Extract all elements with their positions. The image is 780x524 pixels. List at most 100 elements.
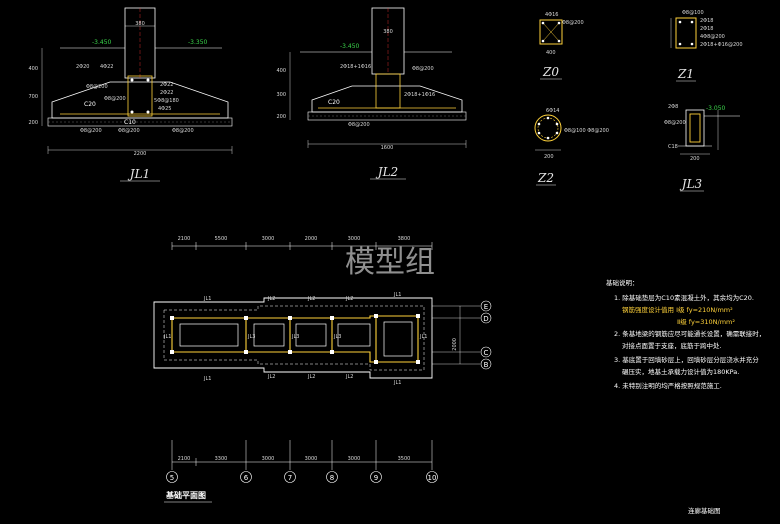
plan-col-label-2: JL3	[291, 334, 299, 340]
z2-detail: 6Φ14 Φ8@100 Φ8@200 200 Z2	[534, 108, 609, 186]
jl1-top-width-dim: 380	[135, 21, 145, 27]
plan-beam-top-4: JL1	[393, 292, 401, 298]
plan-axis-bottom-3: 8	[330, 474, 334, 482]
jl2-rebar-1: Φ8@200	[412, 66, 434, 72]
z0-rebar-top: Φ8@200	[562, 20, 584, 26]
z1-rebar-3: Φ8@100	[682, 10, 704, 16]
jl2-h3-dim: 200	[276, 114, 286, 120]
jl1-h2-dim: 700	[28, 94, 38, 100]
z0-detail: Φ8@200 4Φ16 400 Z0	[539, 12, 584, 80]
jl2-rebar-4: Φ8@200	[348, 122, 370, 128]
plan-beam-bottom-0: JL1	[203, 376, 211, 382]
z1-detail: 2Φ18 2Φ18 4Φ8@200 Φ8@100 2Φ18+Φ16@200 Z1	[670, 10, 743, 82]
jl1-section: 2200 380 400 700 200 -3.450 -3.350 4Φ22 …	[28, 7, 233, 182]
jl1-h1-dim: 400	[28, 66, 38, 72]
notes-item-4: 对接点面置于支座，底筋于跨中处.	[622, 341, 722, 350]
plan-top-dim-1: 5500	[215, 236, 228, 242]
jl2-h2-dim: 300	[276, 92, 286, 98]
plan-col-label-0: JL1	[163, 334, 171, 340]
z1-rebar-2: 4Φ8@200	[700, 34, 725, 40]
plan-top-dim-3: 2000	[305, 236, 318, 242]
z0-dim-bottom: 400	[546, 50, 556, 56]
jl1-rebar-2: C20	[84, 101, 96, 108]
plan-col-label-4: JL1	[419, 334, 427, 340]
plan-col-label-1: JL3	[247, 334, 255, 340]
jl1-rebar-1: Φ8@200	[86, 84, 108, 90]
jl1-rebar-4: 2Φ22	[160, 82, 173, 88]
jl1-rebar-0: 4Φ22	[100, 64, 113, 70]
jl2-width-dim: 1600	[381, 145, 394, 151]
plan-top-dim-2: 3000	[262, 236, 275, 242]
plan-axis-right-0: E	[484, 303, 488, 311]
z0-label: Z0	[542, 65, 559, 79]
plan-beam-top-1: JL2	[267, 296, 275, 302]
z2-dim: 200	[544, 154, 554, 160]
plan-title: 基础平面图	[165, 490, 206, 500]
jl3-detail: -3.050 2Φ8 Φ8@200 C18 200 JL3	[664, 104, 740, 192]
foundation-plan: 2100 5500 3000 2000 3000 3800 JL1	[153, 236, 492, 503]
jl3-dim: 200	[690, 156, 700, 162]
plan-top-dim-4: 3000	[348, 236, 361, 242]
z2-rebar-1: Φ8@100 Φ8@200	[564, 128, 609, 134]
jl3-level: -3.050	[706, 105, 726, 112]
notes-item-5: 3. 基底置于回填砂层上，回填砂层分层浇水并充分	[614, 355, 759, 364]
watermark: 模型组	[345, 245, 435, 280]
plan-beam-top-2: JL2	[307, 296, 315, 302]
plan-right-dim-0: 2000	[452, 338, 458, 351]
notes-item-7: 4. 未特别注明的均严格按照规范施工.	[614, 381, 722, 390]
plan-beam-top-0: JL1	[203, 296, 211, 302]
plan-top-dim-5: 3800	[398, 236, 411, 242]
plan-beam-top-3: JL2	[345, 296, 353, 302]
notes-item-2: Ⅱ级 fy=310N/mm²	[677, 317, 735, 326]
jl2-h1-dim: 400	[276, 68, 286, 74]
z1-rebar-0: 2Φ18	[700, 18, 713, 24]
notes-item-0: 1. 除基础垫层为C10素混凝土外，其余均为C20.	[614, 293, 754, 302]
jl2-level-left: -3.450	[340, 43, 360, 50]
notes-item-1: 钢筋强度设计值用 Ⅰ级 fy=210N/mm²	[622, 305, 733, 314]
jl2-top-width-dim: 380	[383, 29, 393, 35]
plan-beam-bottom-1: JL2	[267, 374, 275, 380]
foundation-notes: 基础说明： 1. 除基础垫层为C10素混凝土外，其余均为C20. 钢筋强度设计值…	[606, 278, 765, 515]
plan-axis-right-2: C	[484, 349, 489, 357]
jl1-rebar-3: Φ8@200	[104, 96, 126, 102]
jl2-section: 1600 380 400 300 200 -3.450 2Φ18+1Φ16 Φ8…	[276, 7, 467, 180]
jl1-label: JL1	[127, 167, 150, 181]
drawing-footer-title: 连廊基础图	[688, 506, 721, 515]
plan-bottom-dim-4: 3000	[348, 456, 361, 462]
jl1-rebar-11: Φ8@200	[172, 128, 194, 134]
z2-label: Z2	[537, 171, 554, 185]
jl1-rebar-12: 2Φ20	[76, 64, 89, 70]
jl1-level-right: -3.350	[188, 39, 208, 46]
jl3-rebar-2: C18	[668, 144, 678, 150]
jl2-rebar-0: 2Φ18+1Φ16	[340, 64, 371, 70]
jl2-rebar-2: C20	[328, 99, 340, 106]
plan-axis-bottom-2: 7	[288, 474, 292, 482]
jl1-rebar-5: 2Φ22	[160, 90, 173, 96]
z1-rebar-4: 2Φ18+Φ16@200	[700, 42, 743, 48]
plan-top-dim-0: 2100	[178, 236, 191, 242]
plan-bottom-dim-3: 3000	[305, 456, 318, 462]
z0-rebar-side: 4Φ16	[545, 12, 558, 18]
z2-rebar-0: 6Φ14	[546, 108, 559, 114]
plan-axis-bottom-0: 5	[170, 474, 174, 482]
jl1-rebar-8: C10	[124, 119, 136, 126]
plan-bottom-dim-2: 3000	[262, 456, 275, 462]
plan-bottom-dim-1: 3300	[215, 456, 228, 462]
jl1-rebar-10: Φ8@200	[80, 128, 102, 134]
plan-bottom-dim-0: 2100	[178, 456, 191, 462]
jl1-rebar-9: Φ8@200	[118, 128, 140, 134]
plan-axis-bottom-5: 10	[428, 474, 437, 482]
plan-col-label-3: JL3	[333, 334, 341, 340]
plan-beam-bottom-3: JL2	[345, 374, 353, 380]
jl2-label: JL2	[375, 165, 398, 179]
jl1-rebar-7: 4Φ25	[158, 106, 171, 112]
jl1-width-dim: 2200	[134, 151, 147, 157]
jl1-h3-dim: 200	[28, 120, 38, 126]
jl1-rebar-6: 5Φ8@180	[154, 98, 179, 104]
jl2-rebar-3: 2Φ18+1Φ16	[404, 92, 435, 98]
z1-label: Z1	[677, 67, 694, 81]
notes-item-3: 2. 条基地梁的钢筋应尽可能通长设置，确需联接时，	[614, 329, 765, 338]
jl1-level-left: -3.450	[92, 39, 112, 46]
jl3-rebar-1: Φ8@200	[664, 120, 686, 126]
